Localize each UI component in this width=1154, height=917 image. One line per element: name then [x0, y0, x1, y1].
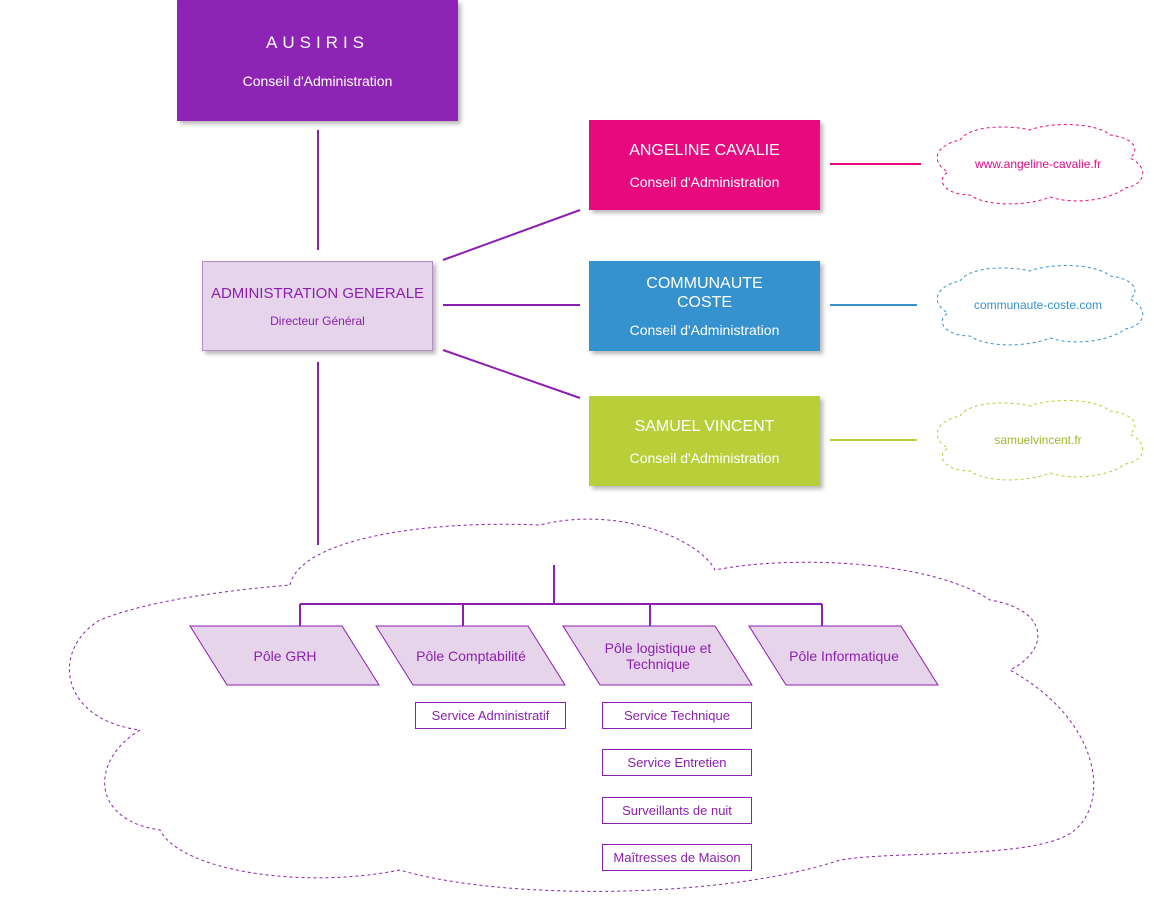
pole-informatique-shape [748, 625, 939, 686]
pole-logistique-label-line-1: Pôle logistique et [604, 640, 712, 656]
pole-grh-shape [189, 625, 380, 686]
member-title: SAMUEL VINCENT [634, 417, 775, 435]
service-surveillants-de-nuit: Surveillants de nuit [602, 797, 752, 824]
website-link-angeline-cavalie[interactable]: www.angeline-cavalie.fr [974, 157, 1102, 171]
service-entretien: Service Entretien [602, 749, 752, 776]
member-box-samuel-vincent: SAMUEL VINCENT Conseil d'Administration [589, 396, 820, 486]
service-administratif: Service Administratif [415, 702, 566, 729]
pole-comptabilite-shape [375, 625, 566, 686]
member-box-communaute-coste: COMMUNAUTE COSTE Conseil d'Administratio… [589, 261, 820, 351]
member-box-angeline-cavalie: ANGELINE CAVALIE Conseil d'Administratio… [589, 120, 820, 210]
member-title: ANGELINE CAVALIE [629, 141, 780, 159]
website-link-samuel-vincent[interactable]: samuelvincent.fr [994, 433, 1082, 447]
ausiris-title: AUSIRIS [265, 32, 370, 52]
link-admin-member-3 [442, 349, 581, 399]
website-cloud-3 [936, 400, 1143, 481]
link-admin-member-1 [442, 209, 581, 261]
service-technique: Service Technique [602, 702, 752, 729]
pole-comptabilite-label: Pôle Comptabilité [416, 648, 526, 664]
member-title-line-1: COMMUNAUTE [646, 275, 763, 292]
admin-subtitle: Directeur Général [270, 313, 365, 328]
pole-logistique-shape [562, 625, 753, 686]
pole-logistique-label: Pôle logistique et Technique [583, 640, 733, 672]
ausiris-subtitle: Conseil d'Administration [242, 72, 393, 89]
admin-title: ADMINISTRATION GENERALE [210, 284, 425, 302]
website-cloud-2 [936, 265, 1143, 346]
administration-generale-box: ADMINISTRATION GENERALE Directeur Généra… [202, 261, 433, 351]
service-maitresses-de-maison: Maîtresses de Maison [602, 844, 752, 871]
member-title: COMMUNAUTE COSTE [646, 274, 762, 312]
website-cloud-1 [936, 124, 1143, 205]
member-title-line-2: COSTE [676, 294, 733, 311]
pole-logistique-label-line-2: Technique [626, 656, 690, 672]
website-link-communaute-coste[interactable]: communaute-coste.com [973, 298, 1103, 312]
member-subtitle: Conseil d'Administration [629, 449, 780, 466]
pole-informatique-label: Pôle Informatique [789, 648, 899, 664]
ausiris-box: AUSIRIS Conseil d'Administration [177, 0, 458, 121]
services-cloud [68, 518, 1095, 892]
member-subtitle: Conseil d'Administration [629, 173, 780, 190]
member-subtitle: Conseil d'Administration [629, 322, 780, 338]
pole-grh-label: Pôle GRH [253, 648, 317, 664]
